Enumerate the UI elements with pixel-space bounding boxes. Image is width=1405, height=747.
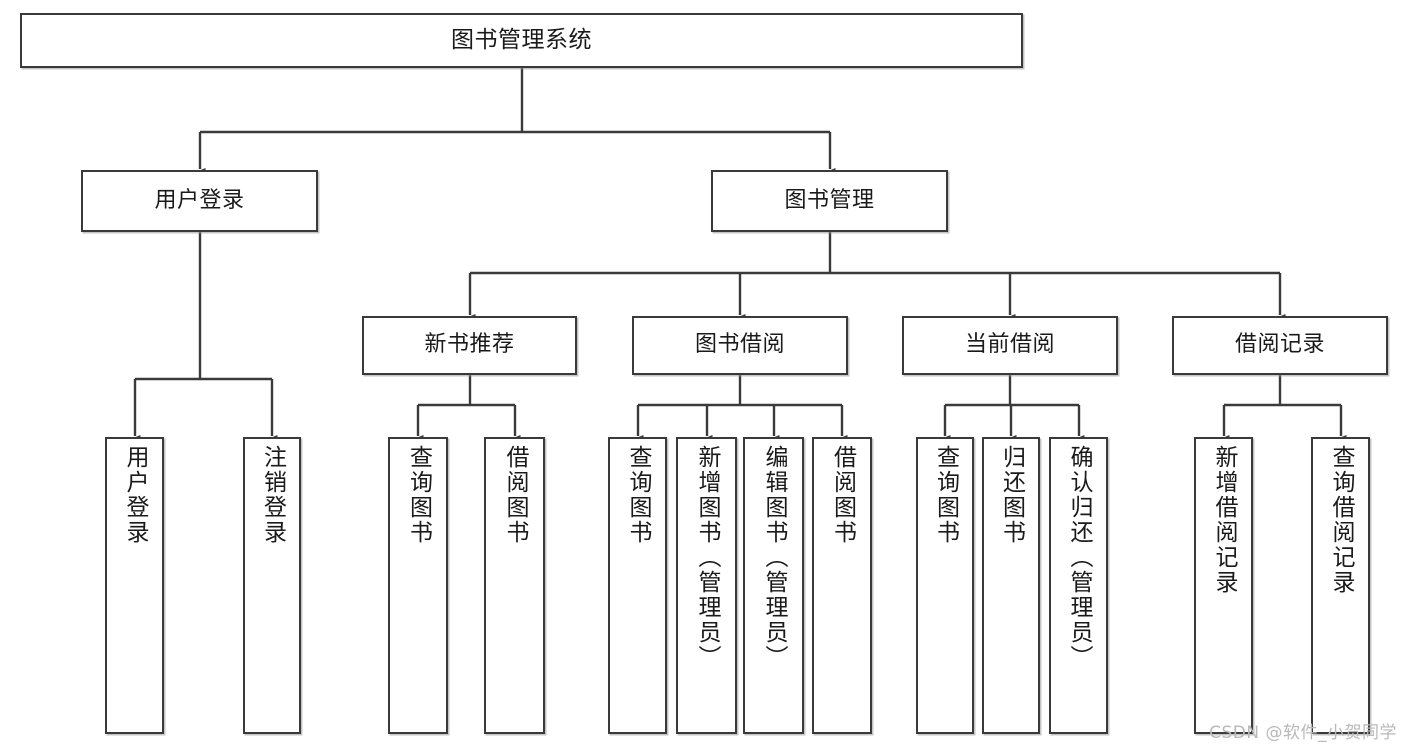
node-label: 查询借阅记录 <box>1328 445 1354 595</box>
node-label: 新增图书（管理员） <box>694 445 720 670</box>
node-label: 注销登录 <box>259 445 286 545</box>
node-label: 查询图书 <box>405 445 432 545</box>
node-label: 新书推荐 <box>424 332 515 358</box>
edge-group <box>129 68 1347 444</box>
node-l12[interactable]: 新增借阅记录 <box>1194 437 1253 734</box>
node-l5[interactable]: 查询图书 <box>608 437 667 734</box>
node-label: 归还图书 <box>998 445 1025 545</box>
node-l7[interactable]: 编辑图书（管理员） <box>743 437 804 734</box>
node-label: 借阅图书 <box>829 445 856 545</box>
node-root[interactable]: 图书管理系统 <box>20 13 1023 68</box>
node-label: 查询图书 <box>932 445 959 545</box>
node-bookmgmt[interactable]: 图书管理 <box>711 170 948 232</box>
node-l10[interactable]: 归还图书 <box>982 437 1040 734</box>
node-label: 图书管理 <box>784 187 875 213</box>
node-l8[interactable]: 借阅图书 <box>812 437 872 734</box>
node-label: 当前借阅 <box>964 332 1055 358</box>
node-current[interactable]: 当前借阅 <box>902 316 1118 375</box>
watermark: CSDN @软件_小贺同学 <box>1209 723 1397 743</box>
node-l2[interactable]: 注销登录 <box>243 437 301 734</box>
node-l4[interactable]: 借阅图书 <box>484 437 545 734</box>
node-l9[interactable]: 查询图书 <box>916 437 974 734</box>
node-newbook[interactable]: 新书推荐 <box>362 316 577 375</box>
node-label: 借阅记录 <box>1234 332 1325 358</box>
node-l3[interactable]: 查询图书 <box>388 437 448 734</box>
node-label: 新增借阅记录 <box>1211 445 1237 595</box>
node-label: 图书借阅 <box>694 332 785 358</box>
node-label: 借阅图书 <box>502 445 528 545</box>
node-l13[interactable]: 查询借阅记录 <box>1311 437 1370 734</box>
node-records[interactable]: 借阅记录 <box>1172 316 1388 375</box>
node-l6[interactable]: 新增图书（管理员） <box>676 437 737 734</box>
node-label: 确认归还（管理员） <box>1066 445 1092 670</box>
node-label: 编辑图书（管理员） <box>761 445 787 670</box>
node-borrow[interactable]: 图书借阅 <box>632 316 848 375</box>
node-label: 用户登录 <box>154 187 245 213</box>
node-l11[interactable]: 确认归还（管理员） <box>1049 437 1108 734</box>
node-label: 查询图书 <box>625 445 651 545</box>
node-login[interactable]: 用户登录 <box>81 170 318 232</box>
node-label: 图书管理系统 <box>451 26 592 53</box>
node-label: 用户登录 <box>122 445 148 545</box>
node-l1[interactable]: 用户登录 <box>105 437 164 734</box>
